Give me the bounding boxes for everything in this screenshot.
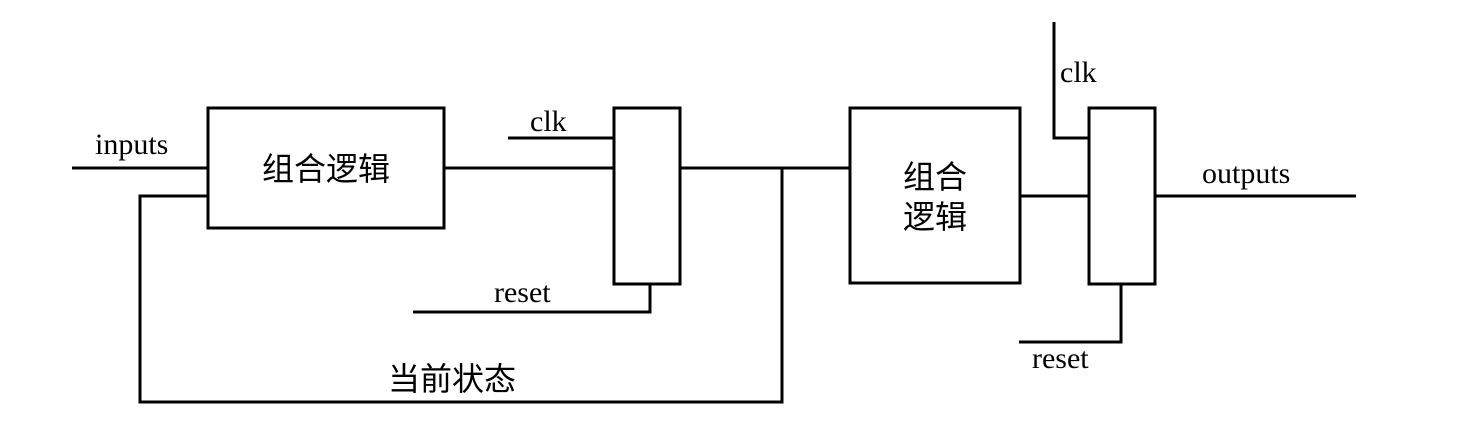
register-2-reset-wire: [1019, 284, 1123, 344]
combinational-logic-block-1-label: 组合逻辑: [262, 150, 390, 188]
current-state-label: 当前状态: [388, 360, 516, 398]
register-2-clk-label: clk: [1060, 56, 1097, 89]
register-1-clk-label: clk: [530, 105, 567, 138]
register-1: [612, 106, 682, 286]
feedback-wire: [138, 168, 784, 404]
register-1-reset-label: reset: [494, 276, 551, 309]
outputs-label: outputs: [1202, 157, 1290, 190]
combinational-logic-block-2-line2: 逻辑: [903, 198, 967, 236]
register-1-reset-wire: [413, 284, 652, 314]
register-2-clk-wire: [1052, 22, 1089, 140]
inputs-label: inputs: [95, 128, 168, 161]
register-2-reset-label: reset: [1032, 342, 1089, 375]
combinational-logic-block-2-line1: 组合: [903, 158, 967, 196]
register-2: [1087, 106, 1157, 286]
